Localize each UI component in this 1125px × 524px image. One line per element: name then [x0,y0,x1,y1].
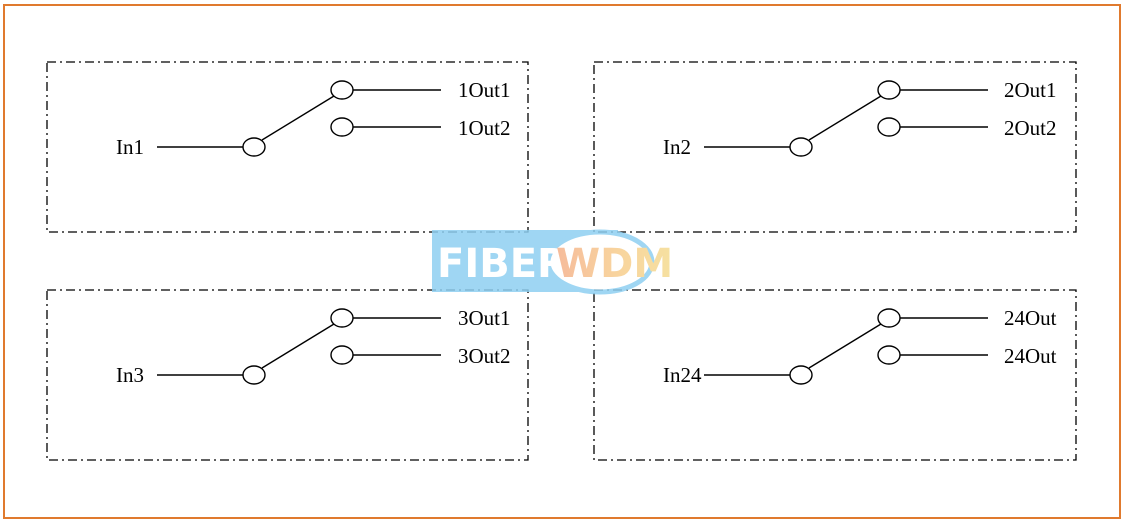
switch-2-box [593,61,1077,233]
outer-frame [3,4,1121,519]
switch-2-out1-node [877,80,901,100]
switch-1-output-1-label: 1Out1 [458,78,511,102]
switch-3-input-label: In3 [116,363,144,387]
switch-2-input-label: In2 [663,135,691,159]
switch-3-box [46,289,529,461]
switch-24-input-label: In24 [663,363,702,387]
switch-3-out1-node [330,308,354,328]
watermark-left-text: FIBER [437,241,568,287]
switch-24-output-2-label: 24Out [1004,344,1057,368]
watermark-ring [545,229,655,295]
switch-24: In24 24Out 24Out [593,289,1077,461]
switch-1-output-2-label: 1Out2 [458,116,511,140]
switch-2-out2-node [877,117,901,137]
switch-3-output-2-label: 3Out2 [458,344,511,368]
switch-2-output-2-label: 2Out2 [1004,116,1057,140]
switch-24-box [593,289,1077,461]
switch-1-out1-node [330,80,354,100]
switch-3-output-1-label: 3Out1 [458,306,511,330]
switch-24-out2-node [877,345,901,365]
watermark-right-text: WDM [556,241,673,287]
switch-24-out1-node [877,308,901,328]
switch-2-common-node [789,137,813,157]
switch-1: In1 1Out1 1Out2 [46,61,529,233]
switch-3-common-node [242,365,266,385]
switch-24-common-node [789,365,813,385]
switch-1-input-label: In1 [116,135,144,159]
switch-2: In2 2Out1 2Out2 [593,61,1077,233]
switch-1-common-node [242,137,266,157]
switch-3-out2-node [330,345,354,365]
switch-24-output-1-label: 24Out [1004,306,1057,330]
switch-1-box [46,61,529,233]
switch-2-output-1-label: 2Out1 [1004,78,1057,102]
switch-1-out2-node [330,117,354,137]
switch-3: In3 3Out1 3Out2 [46,289,529,461]
fiberwdm-watermark-logo: FIBER WDM [432,229,673,295]
